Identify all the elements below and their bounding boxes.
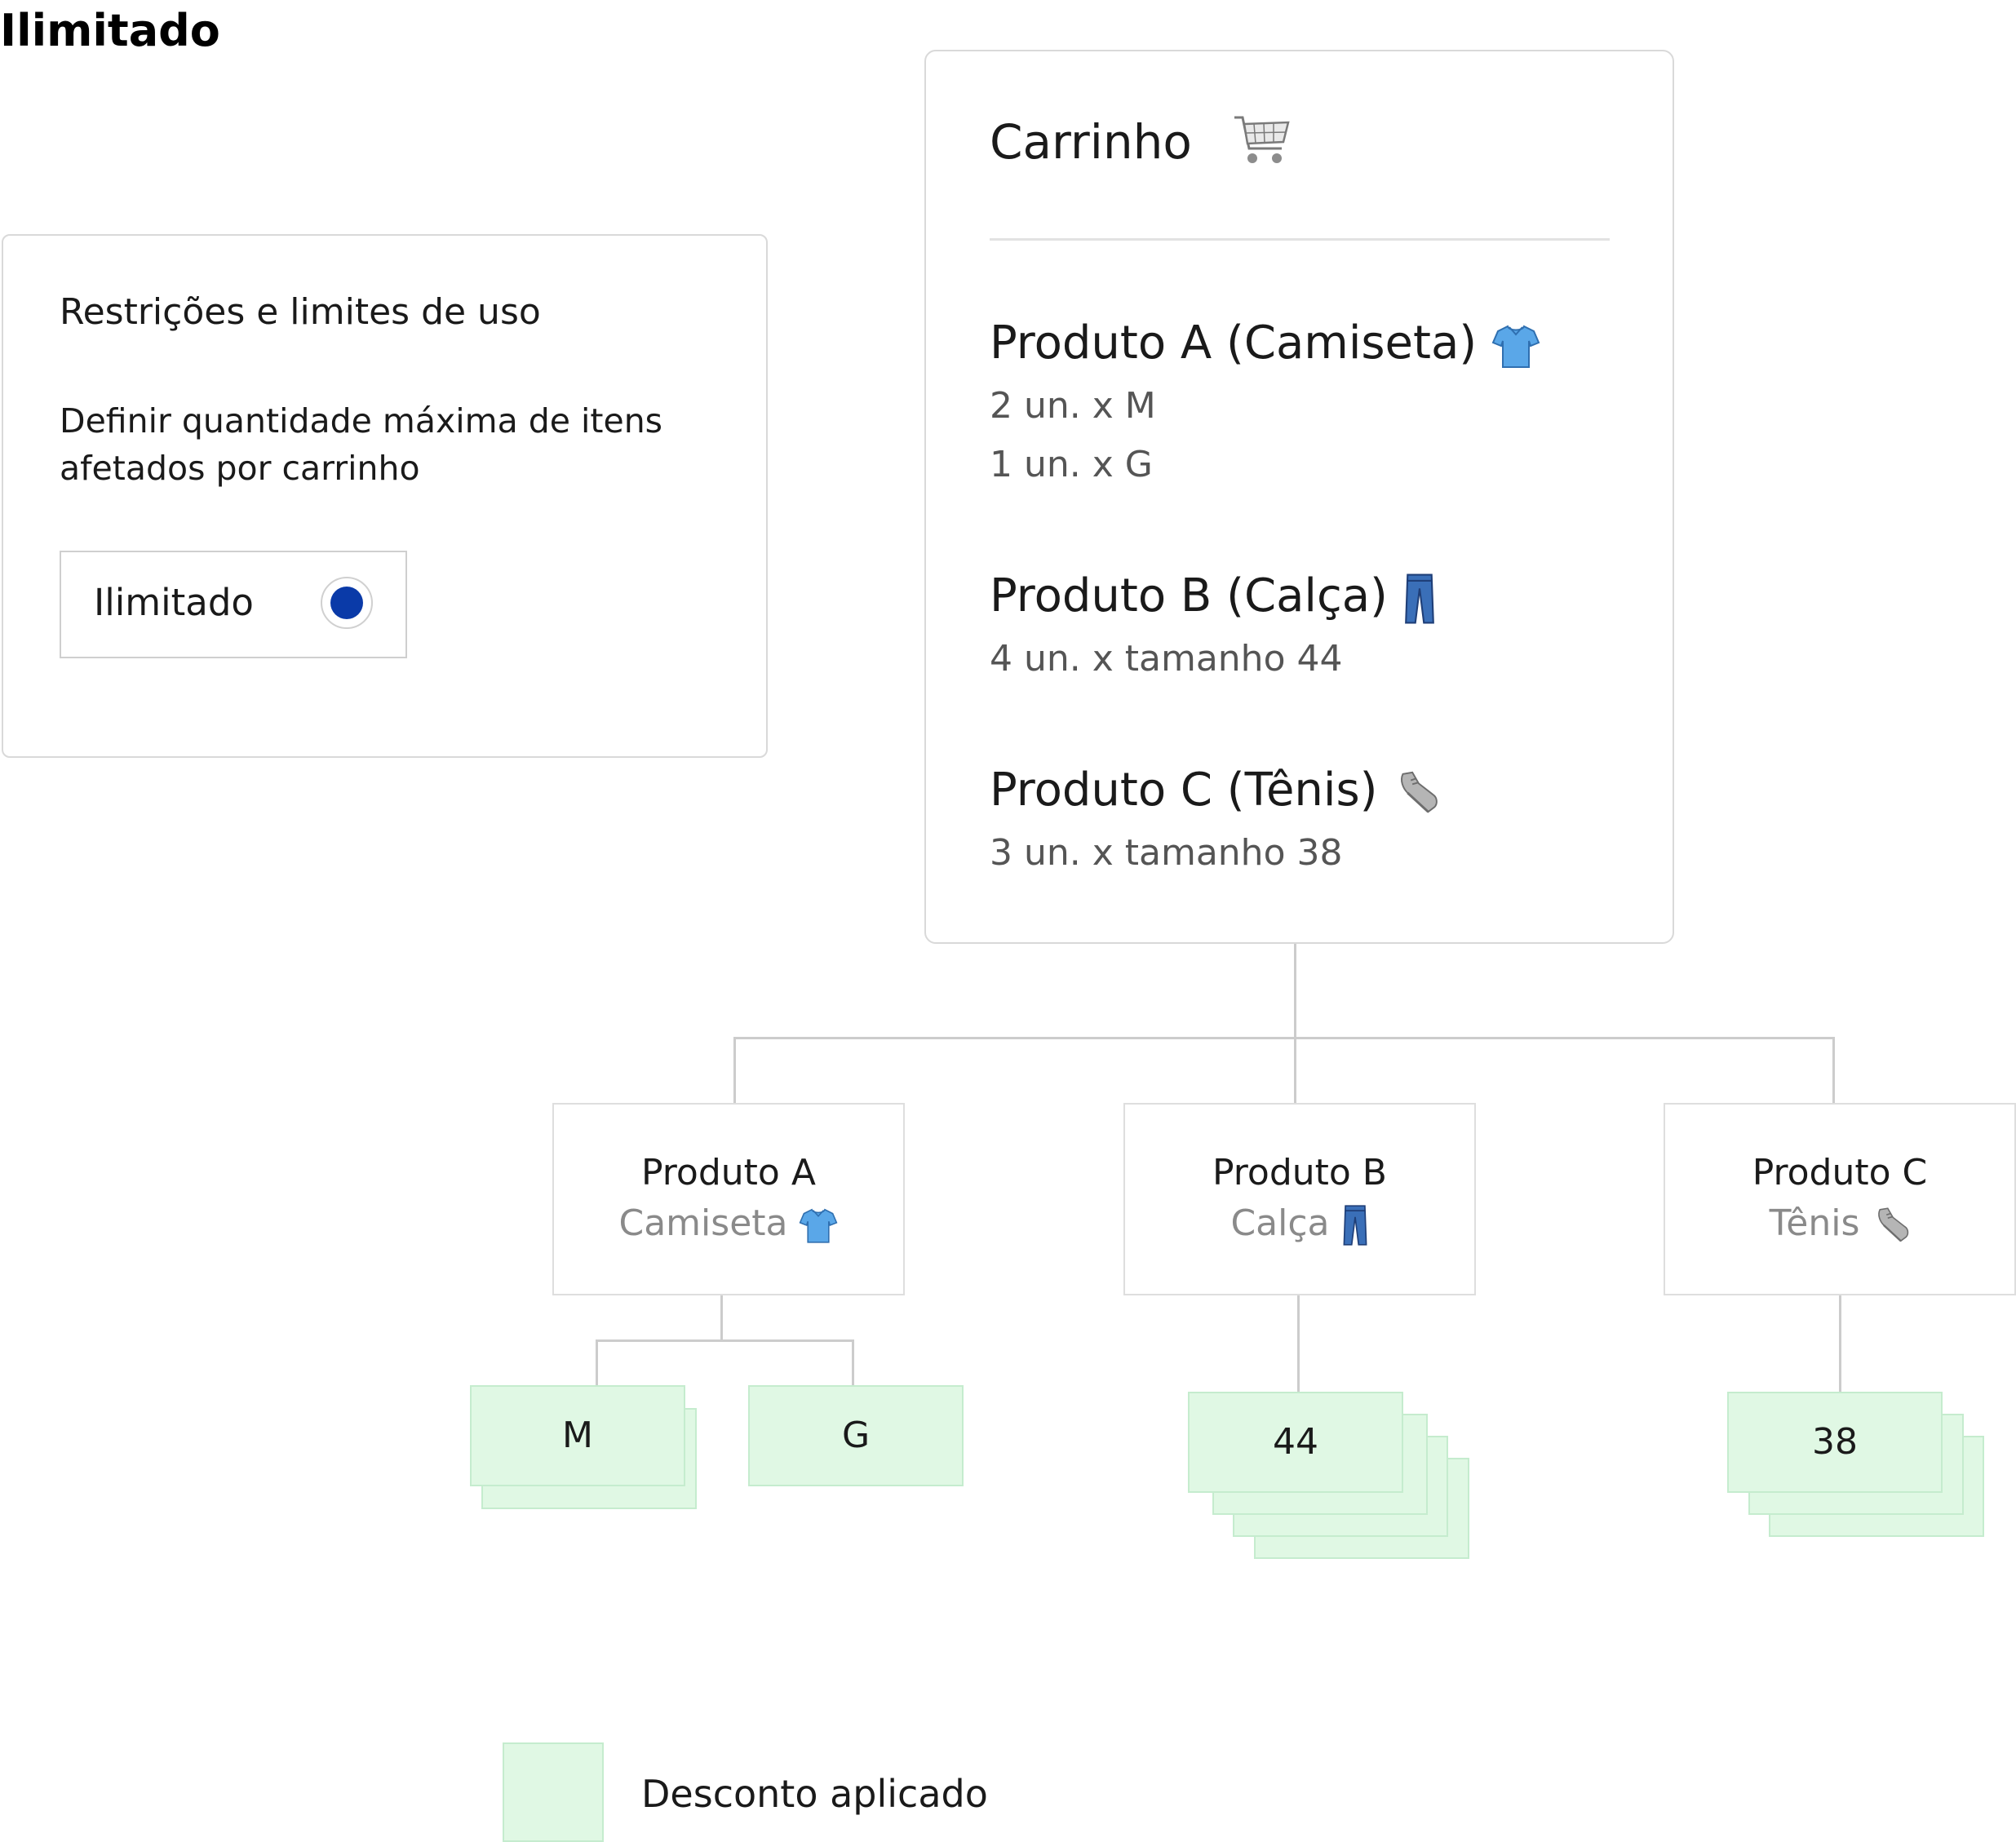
node-product-b-category: Calça	[1123, 1202, 1476, 1246]
cart-product-c-line-1: 3 un. x tamanho 38	[990, 832, 1343, 874]
cart-card	[924, 50, 1674, 944]
node-product-a	[552, 1103, 905, 1295]
chip-44	[1188, 1392, 1403, 1493]
unlimited-option[interactable]	[60, 551, 407, 658]
chip-38	[1727, 1392, 1943, 1493]
cart-divider	[990, 238, 1610, 241]
legend-swatch	[503, 1742, 604, 1842]
node-product-a-category: Camiseta	[552, 1202, 905, 1246]
node-product-b-name: Produto B	[1212, 1152, 1387, 1193]
cart-product-a-line-2: 1 un. x G	[990, 444, 1153, 485]
chip-g-label: G	[841, 1415, 871, 1456]
connector-trunk	[1294, 944, 1296, 1038]
connector-b-44	[1297, 1295, 1300, 1393]
node-product-b-category-label: Calça	[1230, 1202, 1330, 1244]
connector-a-m	[596, 1339, 598, 1385]
node-product-c	[1664, 1103, 2016, 1295]
chip-g	[748, 1385, 964, 1486]
legend-label: Desconto aplicado	[641, 1772, 988, 1816]
jeans-icon	[1402, 573, 1437, 625]
cart-product-a-title: Produto A (Camiseta)	[990, 317, 1478, 370]
shopping-cart-icon	[1233, 111, 1292, 168]
chip-m-label: M	[562, 1415, 593, 1456]
connector-to-c	[1832, 1037, 1835, 1104]
connector-a-stem	[720, 1295, 723, 1341]
unlimited-option-label: Ilimitado	[94, 581, 254, 624]
cart-product-c: Produto C (Tênis)	[990, 764, 1439, 817]
node-product-c-category-label: Tênis	[1769, 1202, 1860, 1244]
jeans-icon	[1341, 1204, 1369, 1246]
chip-38-label: 38	[1812, 1421, 1858, 1463]
node-product-b	[1123, 1103, 1476, 1295]
cart-product-b-line-1: 4 un. x tamanho 44	[990, 638, 1343, 680]
connector-to-b	[1294, 1037, 1296, 1104]
cart-product-a-line-1: 2 un. x M	[990, 385, 1156, 427]
restrictions-card	[2, 234, 768, 758]
connector-to-a	[733, 1037, 736, 1104]
radio-selected-dot	[330, 587, 363, 619]
connector-a-split	[596, 1339, 854, 1342]
chip-44-label: 44	[1273, 1421, 1318, 1463]
cart-product-b-title: Produto B (Calça)	[990, 569, 1388, 622]
restrictions-title: Restrições e limites de uso	[60, 291, 541, 333]
page-title: Ilimitado	[0, 5, 220, 56]
unlimited-radio[interactable]	[321, 577, 373, 629]
connector-a-g	[852, 1339, 854, 1385]
chip-m	[470, 1385, 685, 1486]
tshirt-icon	[1491, 321, 1540, 371]
cart-product-c-title: Produto C (Tênis)	[990, 764, 1378, 817]
connector-horizontal	[733, 1037, 1835, 1039]
sneaker-icon	[1392, 768, 1439, 817]
connector-c-38	[1839, 1295, 1841, 1393]
cart-product-a: Produto A (Camiseta)	[990, 317, 1540, 371]
node-product-a-category-label: Camiseta	[618, 1202, 788, 1244]
sneaker-icon	[1871, 1205, 1910, 1246]
tshirt-icon	[799, 1205, 838, 1246]
node-product-c-name: Produto C	[1752, 1152, 1928, 1193]
cart-title: Carrinho	[990, 114, 1192, 170]
node-product-c-category: Tênis	[1664, 1202, 2016, 1246]
restrictions-description: Definir quantidade máxima de itens afeta…	[60, 401, 663, 488]
node-product-a-name: Produto A	[641, 1152, 816, 1193]
cart-product-b: Produto B (Calça)	[990, 569, 1437, 625]
